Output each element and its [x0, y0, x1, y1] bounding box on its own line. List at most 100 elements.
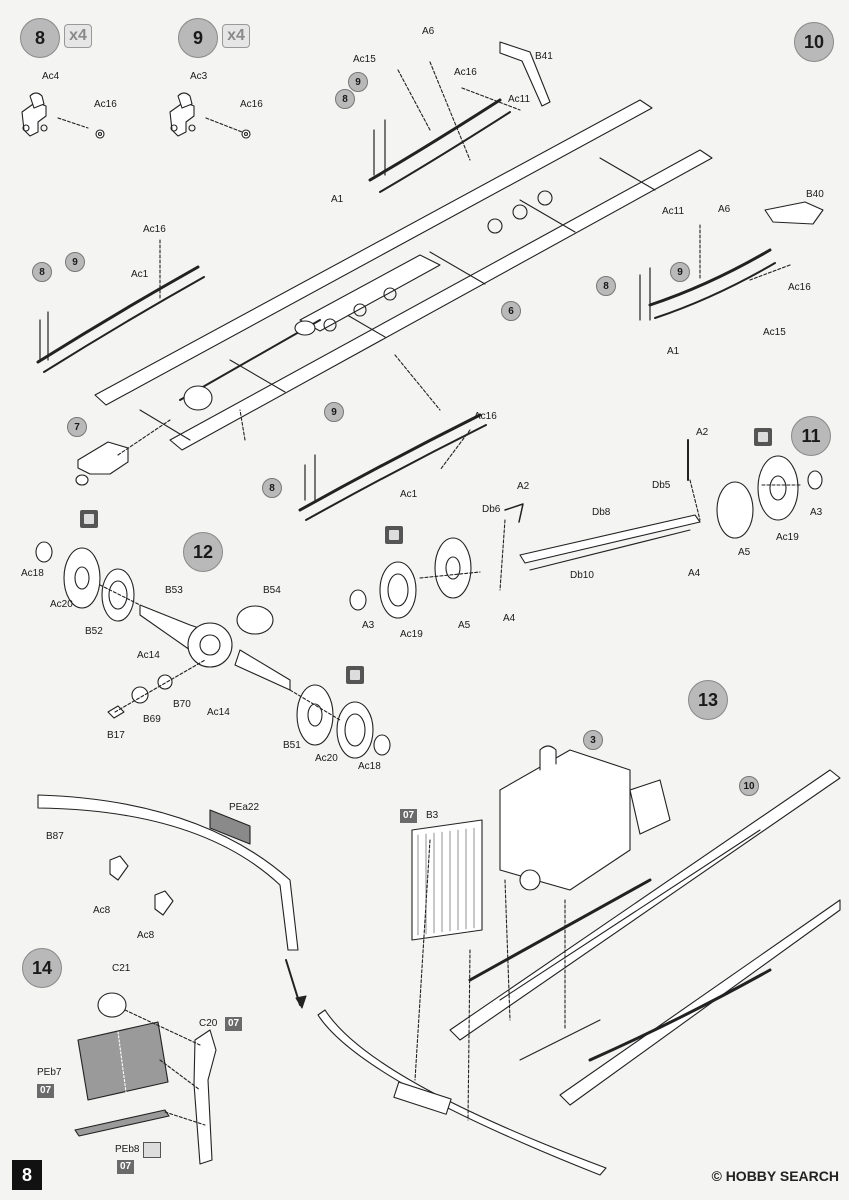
paint-code-text: 07: [40, 1085, 52, 1096]
step-10-badge: 10: [794, 22, 834, 62]
callout-7: 7: [67, 417, 87, 437]
label-C20: C20: [199, 1018, 218, 1029]
label-Ac18: Ac18: [21, 568, 44, 579]
paint-code-07: 07: [37, 1084, 55, 1098]
callout-9-c: 9: [670, 262, 690, 282]
callout-3: 3: [583, 730, 603, 750]
callout-9-b: 9: [65, 252, 85, 272]
step-14-number: 14: [31, 957, 53, 978]
label-Ac8: Ac8: [93, 905, 111, 916]
label-Ac16: Ac16: [143, 224, 166, 235]
page-number: 8: [12, 1160, 42, 1190]
step14-panel-drawing: [74, 992, 217, 1165]
tire-part-icon: [346, 666, 364, 684]
label-A3: A3: [810, 507, 823, 518]
label-B87: B87: [46, 831, 64, 842]
label-A3: A3: [362, 620, 375, 631]
paint-code-07: 07: [117, 1160, 135, 1174]
callout-text: 9: [677, 266, 683, 278]
callout-text: 6: [508, 305, 514, 317]
callout-text: 3: [590, 734, 596, 746]
step13-front-drawing: [37, 745, 841, 1176]
callout-text: 8: [39, 266, 45, 278]
photo-etch-icon: [143, 1142, 161, 1158]
step-8-badge: 8: [20, 18, 60, 58]
callout-8-d: 8: [262, 478, 282, 498]
step-9-multiplier-text: x4: [227, 27, 245, 44]
step-9-number: 9: [192, 27, 203, 48]
label-Ac11: Ac11: [662, 206, 685, 217]
label-Ac20: Ac20: [50, 599, 73, 610]
label-A2: A2: [696, 427, 709, 438]
paint-code-text: 07: [228, 1018, 240, 1029]
label-Ac11: Ac11: [508, 94, 531, 105]
page-number-text: 8: [21, 1164, 32, 1185]
label-A5: A5: [458, 620, 471, 631]
label-B17: B17: [107, 730, 125, 741]
label-A5: A5: [738, 547, 751, 558]
step-9-badge: 9: [178, 18, 218, 58]
step-10-number: 10: [803, 31, 825, 52]
label-A6: A6: [422, 26, 435, 37]
step-9-multiplier: x4: [222, 24, 250, 48]
label-A4: A4: [688, 568, 701, 579]
callout-text: 8: [269, 482, 275, 494]
paint-code-text: 07: [403, 810, 415, 821]
label-B3: B3: [426, 810, 439, 821]
callout-text: 9: [355, 76, 361, 88]
label-B51: B51: [283, 740, 301, 751]
label-A2: A2: [517, 481, 530, 492]
callout-text: 8: [603, 280, 609, 292]
label-A1: A1: [667, 346, 680, 357]
paint-code-07: 07: [400, 809, 418, 823]
step9-shackle-drawing: [169, 92, 251, 139]
step10-frame-drawing: [36, 41, 824, 521]
label-Db5: Db5: [652, 480, 671, 491]
callout-6: 6: [501, 301, 521, 321]
step-8-multiplier: x4: [64, 24, 92, 48]
step-14-badge: 14: [22, 948, 62, 988]
step-13-badge: 13: [688, 680, 728, 720]
step-8-multiplier-text: x4: [69, 27, 87, 44]
label-B70: B70: [173, 699, 191, 710]
callout-10: 10: [739, 776, 759, 796]
label-B52: B52: [85, 626, 103, 637]
label-Ac16: Ac16: [474, 411, 497, 422]
step-11-number: 11: [801, 425, 821, 446]
tire-part-icon: [385, 526, 403, 544]
label-B40: B40: [806, 189, 824, 200]
step-13-number: 13: [697, 689, 719, 710]
watermark-brand: HOBBY SEARCH: [725, 1168, 839, 1184]
step-11-badge: 11: [791, 416, 831, 456]
paint-code-text: 07: [120, 1161, 132, 1172]
label-Db8: Db8: [592, 507, 611, 518]
label-A4: A4: [503, 613, 516, 624]
label-B69: B69: [143, 714, 161, 725]
label-Ac3: Ac3: [190, 71, 208, 82]
callout-text: 7: [74, 421, 80, 433]
label-A6: A6: [718, 204, 731, 215]
callout-text: 9: [72, 256, 78, 268]
label-Ac20: Ac20: [315, 753, 338, 764]
callout-text: 10: [743, 780, 755, 792]
label-B53: B53: [165, 585, 183, 596]
callout-9-a: 9: [348, 72, 368, 92]
label-Ac16: Ac16: [240, 99, 263, 110]
tire-part-icon: [754, 428, 772, 446]
step-12-number: 12: [192, 541, 214, 562]
label-Ac15: Ac15: [763, 327, 786, 338]
watermark: © HOBBY SEARCH: [711, 1168, 839, 1184]
step11-front-axle-drawing: [349, 439, 823, 619]
watermark-mark: ©: [711, 1168, 722, 1184]
label-PEa22: PEa22: [229, 802, 260, 813]
paint-code-07: 07: [225, 1017, 243, 1031]
label-A1: A1: [331, 194, 344, 205]
label-Ac15: Ac15: [353, 54, 376, 65]
step-8-number: 8: [34, 27, 45, 48]
label-Ac14: Ac14: [207, 707, 230, 718]
step8-shackle-drawing: [21, 92, 105, 139]
step-12-badge: 12: [183, 532, 223, 572]
step12-rear-axle-drawing: [35, 541, 391, 759]
